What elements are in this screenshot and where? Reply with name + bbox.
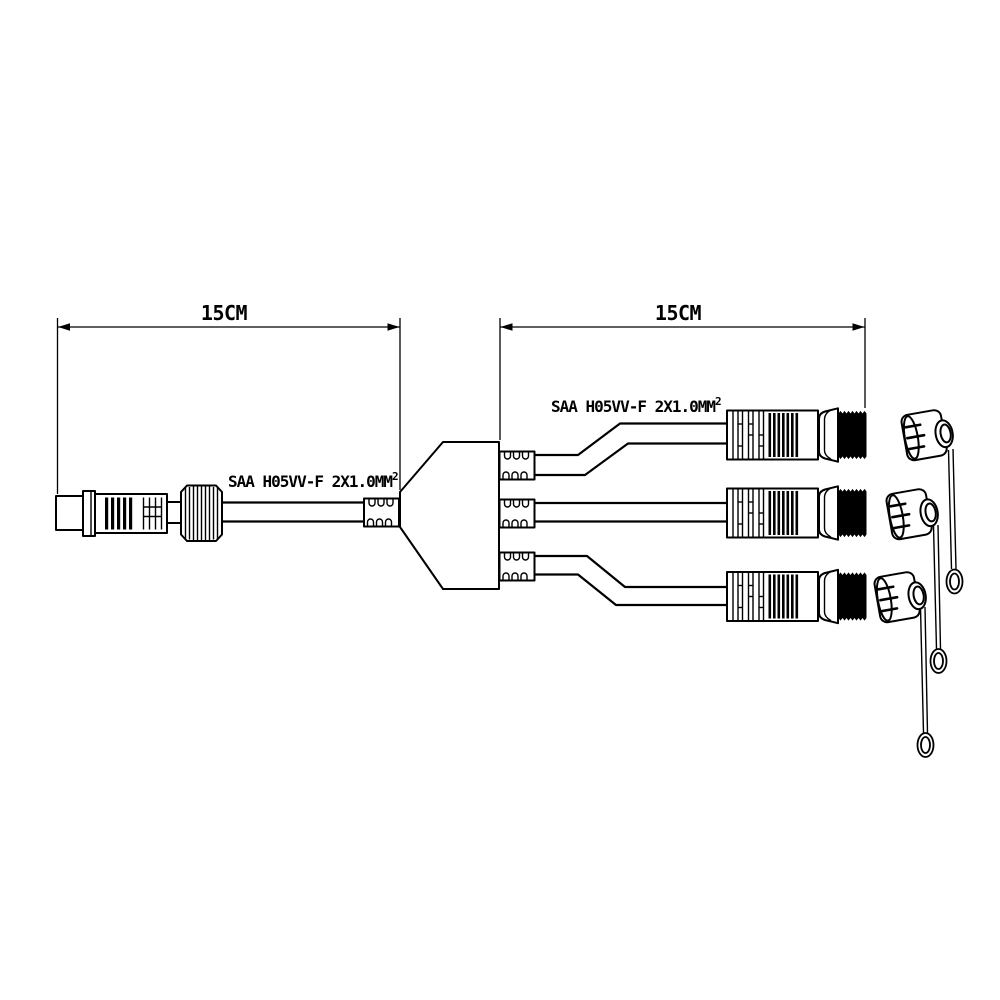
cap-tether-middle (929, 524, 948, 674)
input-strain-relief (363, 497, 400, 528)
protective-cap-middle (884, 485, 943, 542)
cable-spec-right-label: SAA H05VV-F 2X1.0MM2 (551, 395, 721, 416)
output-connector-middle (726, 485, 868, 541)
branch-strain-relief-top (498, 450, 536, 481)
arrowhead-left-icon (500, 323, 513, 331)
arrowhead-left-icon (58, 323, 70, 331)
arrowhead-right-icon (387, 323, 400, 331)
plug-neck (166, 501, 182, 524)
dimension-left-label: 15CM (201, 301, 248, 325)
branch-cable-bottom (535, 554, 727, 607)
branch-strain-relief-middle (498, 498, 536, 529)
splitter-body (399, 441, 500, 590)
protective-cap-top (899, 406, 958, 463)
arrowhead-right-icon (852, 323, 865, 331)
coupling-nut (180, 484, 223, 542)
branch-cable-top (534, 422, 727, 477)
output-connector-top (726, 407, 868, 463)
plug-thread-ribs (105, 497, 133, 530)
plug-grip-ribs (142, 497, 163, 530)
input-cable (222, 501, 364, 523)
male-input-plug (55, 484, 223, 542)
dimension-left: 15CM (56, 301, 401, 494)
output-connector-bottom (726, 568, 868, 625)
plug-flange (82, 490, 96, 537)
branch-cable-middle (534, 501, 727, 523)
cap-tether-top (945, 448, 964, 595)
dimension-right-label: 15CM (655, 301, 702, 325)
cable-spec-left-label: SAA H05VV-F 2X1.0MM2 (228, 470, 398, 491)
branch-strain-relief-bottom (498, 551, 536, 582)
cap-tether-bottom (916, 606, 935, 758)
dimension-right: 15CM (499, 301, 866, 440)
plug-tip (55, 495, 84, 531)
